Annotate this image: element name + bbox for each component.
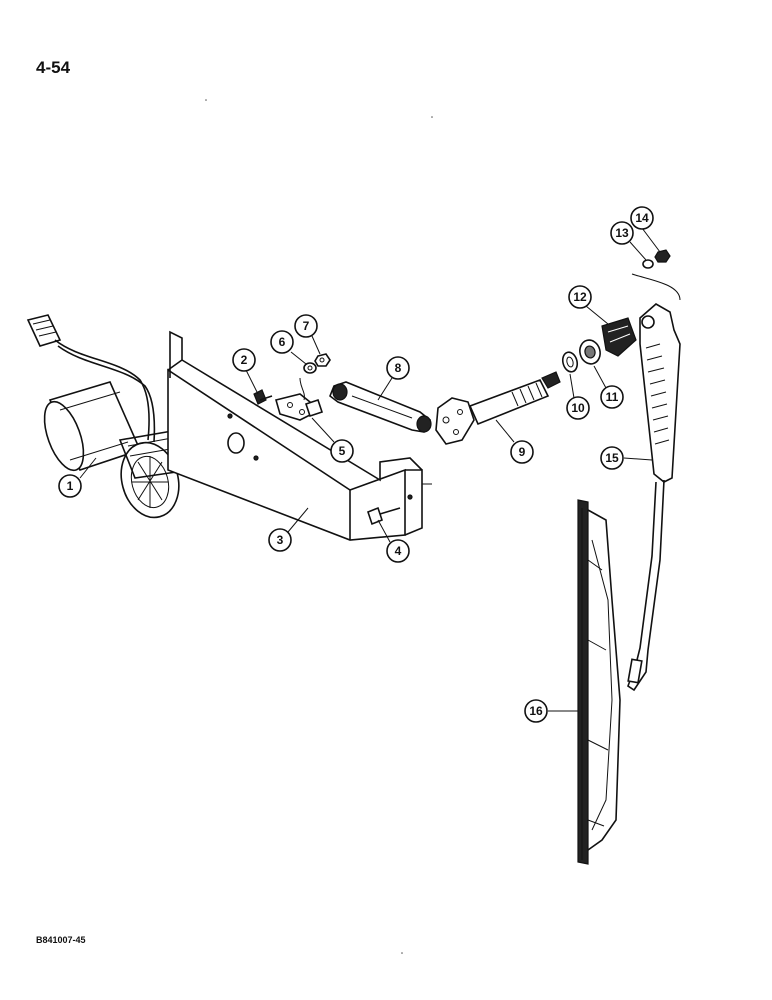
callout-4: 4 (377, 519, 410, 563)
callout-1: 1 (58, 457, 97, 498)
svg-text:3: 3 (277, 533, 284, 547)
svg-text:4: 4 (395, 544, 402, 558)
svg-text:11: 11 (606, 390, 619, 404)
pivot-shaft-part (435, 371, 561, 445)
svg-text:6: 6 (279, 335, 286, 349)
callout-3: 3 (268, 507, 309, 552)
callout-11: 11 (593, 365, 624, 409)
svg-text:16: 16 (529, 704, 543, 718)
svg-text:1: 1 (67, 479, 74, 493)
svg-text:5: 5 (339, 444, 346, 458)
svg-text:9: 9 (519, 445, 526, 459)
wiper-motor-part (26, 314, 201, 519)
cap-part-12 (601, 317, 637, 357)
connecting-link-part (329, 381, 432, 433)
callout-2: 2 (232, 348, 259, 395)
svg-text:12: 12 (573, 290, 587, 304)
svg-text:8: 8 (395, 361, 402, 375)
callout-15: 15 (600, 446, 653, 470)
figure-code: B841007-45 (36, 935, 86, 945)
crank-arm-part (275, 377, 324, 421)
callout-13: 13 (610, 221, 647, 261)
screw-part-2 (253, 389, 273, 405)
wiper-blade-part (577, 499, 621, 865)
callout-5: 5 (311, 417, 354, 463)
mounting-bracket-part (167, 330, 432, 541)
washer-part-13 (642, 259, 654, 269)
nut-part-11 (579, 339, 601, 365)
svg-text:7: 7 (303, 319, 310, 333)
page-number: 4-54 (36, 58, 71, 77)
callout-12: 12 (568, 285, 609, 325)
svg-text:15: 15 (605, 451, 619, 465)
callout-7: 7 (294, 314, 321, 355)
callout-6: 6 (270, 330, 307, 365)
svg-text:10: 10 (571, 401, 585, 415)
callout-14: 14 (630, 206, 661, 253)
callout-8: 8 (377, 356, 410, 401)
washer-part-6 (303, 362, 317, 374)
wiper-arm-part (627, 303, 681, 692)
washer-part-10 (561, 351, 579, 373)
svg-text:13: 13 (615, 226, 629, 240)
callout-9: 9 (495, 419, 534, 464)
callout-10: 10 (566, 373, 590, 420)
svg-text:14: 14 (635, 211, 649, 225)
nut-part-14 (631, 249, 681, 301)
svg-text:2: 2 (241, 353, 248, 367)
nut-part-7 (314, 353, 331, 367)
callout-16: 16 (524, 699, 578, 723)
